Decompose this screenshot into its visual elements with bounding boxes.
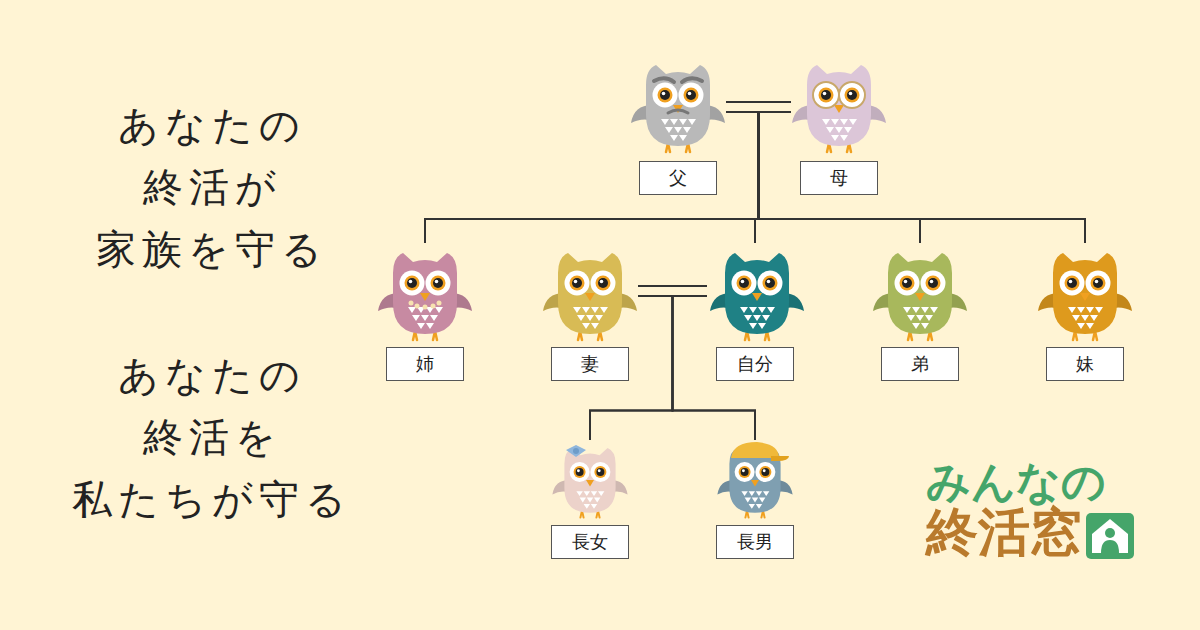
descent-line bbox=[726, 112, 1085, 243]
brother-box: 弟 bbox=[872, 243, 968, 381]
sister-owl bbox=[378, 253, 472, 340]
marriage-connector bbox=[638, 286, 707, 296]
logo-text: みんなの bbox=[926, 460, 1106, 504]
descent-line bbox=[755, 112, 791, 243]
logo-text: 終活窓 bbox=[926, 506, 1082, 558]
wife-owl bbox=[543, 253, 637, 340]
marriage-connector bbox=[726, 102, 791, 112]
father-box: 父 bbox=[630, 55, 726, 195]
descent-line bbox=[726, 112, 920, 243]
descent-connector bbox=[759, 112, 921, 243]
descent-line bbox=[726, 112, 759, 243]
self-owl bbox=[710, 253, 804, 340]
slogan-text: あなたの 終活を 私たちが守る bbox=[62, 344, 362, 530]
name-label: 姉 bbox=[386, 347, 464, 381]
descent-line bbox=[425, 112, 791, 243]
self-box: 自分 bbox=[707, 243, 803, 381]
logo-icon bbox=[1086, 513, 1134, 559]
name-label: 母 bbox=[800, 161, 878, 195]
marriage-line bbox=[726, 101, 791, 103]
slogan-text: あなたの 終活が 家族を守る bbox=[62, 94, 362, 280]
name-label: 妻 bbox=[551, 347, 629, 381]
wife-box: 妻 bbox=[542, 243, 638, 381]
descent-line bbox=[759, 112, 1086, 243]
name-label: 自分 bbox=[716, 347, 794, 381]
descent-line bbox=[759, 112, 921, 243]
descent-line bbox=[425, 112, 759, 243]
sister-box: 姉 bbox=[377, 243, 473, 381]
younger-sister-owl bbox=[1038, 253, 1132, 340]
marriage-line bbox=[638, 285, 707, 287]
father-owl bbox=[631, 65, 725, 152]
son-owl bbox=[717, 442, 792, 518]
name-label: 弟 bbox=[881, 347, 959, 381]
descent-connector bbox=[726, 112, 759, 243]
younger-sister-box: 妹 bbox=[1037, 243, 1133, 381]
mother-owl bbox=[792, 65, 886, 152]
daughter-box: 長女 bbox=[549, 440, 631, 559]
name-label: 長男 bbox=[716, 525, 794, 559]
descent-connector bbox=[425, 112, 759, 243]
descent-connector bbox=[755, 112, 791, 243]
brother-owl bbox=[873, 253, 967, 340]
descent-connector bbox=[726, 112, 1085, 243]
descent-connector bbox=[425, 112, 791, 243]
name-label: 長女 bbox=[551, 525, 629, 559]
daughter-owl bbox=[552, 445, 627, 518]
descent-connector bbox=[759, 112, 1086, 243]
name-label: 父 bbox=[639, 161, 717, 195]
son-box: 長男 bbox=[714, 440, 796, 559]
mother-box: 母 bbox=[791, 55, 887, 195]
name-label: 妹 bbox=[1046, 347, 1124, 381]
descent-connector bbox=[726, 112, 920, 243]
